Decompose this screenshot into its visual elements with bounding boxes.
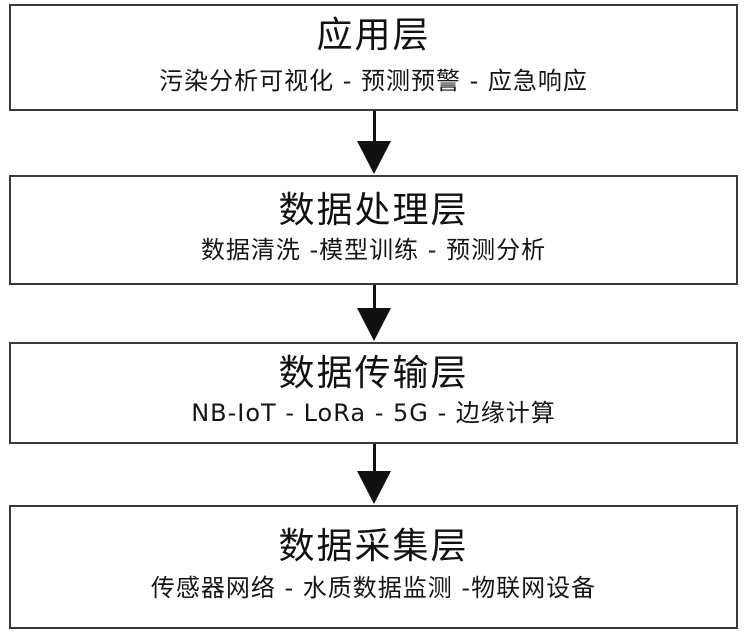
application-layer-box: 应用层 污染分析可视化 - 预测预警 - 应急响应 bbox=[9, 4, 738, 111]
arrow-head bbox=[357, 471, 391, 504]
data-transmission-layer-title: 数据传输层 bbox=[278, 353, 469, 394]
arrow-shaft bbox=[373, 111, 376, 143]
data-processing-layer-subtitle: 数据清洗 -模型训练 - 预测分析 bbox=[200, 236, 547, 264]
arrow-head bbox=[357, 141, 391, 174]
arrow-shaft bbox=[373, 444, 376, 473]
arrow-shaft bbox=[373, 285, 376, 310]
arrow-down-icon bbox=[355, 444, 395, 505]
data-collection-layer-box: 数据采集层 传感器网络 - 水质数据监测 -物联网设备 bbox=[9, 505, 738, 629]
data-processing-layer-box: 数据处理层 数据清洗 -模型训练 - 预测分析 bbox=[9, 175, 738, 285]
arrow-head bbox=[357, 308, 391, 341]
data-collection-layer-subtitle: 传感器网络 - 水质数据监测 -物联网设备 bbox=[150, 574, 597, 602]
data-processing-layer-title: 数据处理层 bbox=[278, 190, 469, 231]
arrow-down-icon bbox=[355, 111, 395, 175]
data-collection-layer-title: 数据采集层 bbox=[278, 526, 469, 567]
data-transmission-layer-subtitle: NB-IoT - LoRa - 5G - 边缘计算 bbox=[191, 399, 556, 427]
data-transmission-layer-box: 数据传输层 NB-IoT - LoRa - 5G - 边缘计算 bbox=[9, 342, 738, 444]
application-layer-subtitle: 污染分析可视化 - 预测预警 - 应急响应 bbox=[159, 67, 588, 95]
arrow-down-icon bbox=[355, 285, 395, 342]
application-layer-title: 应用层 bbox=[316, 15, 431, 56]
